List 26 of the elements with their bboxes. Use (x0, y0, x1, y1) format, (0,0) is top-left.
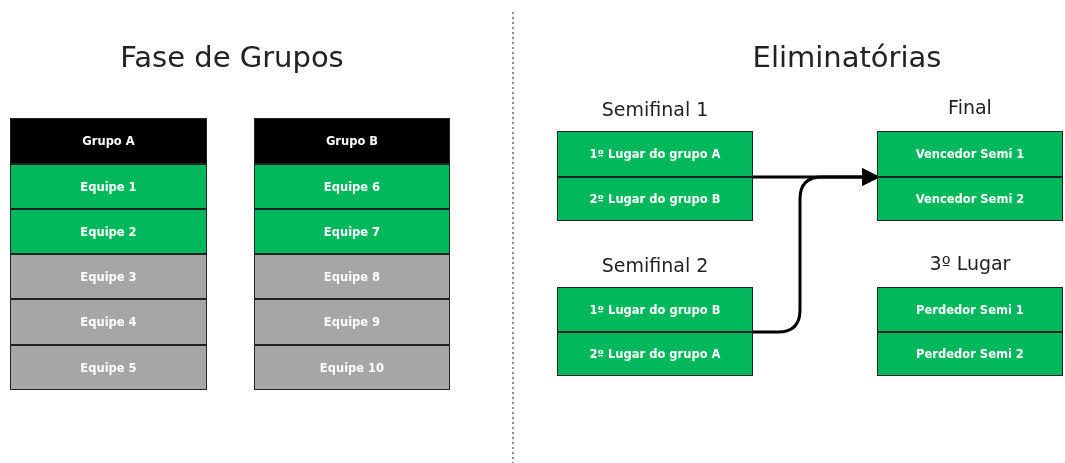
group-header-cell: Grupo B (254, 118, 450, 164)
team-cell: 2º Lugar do grupo B (557, 177, 753, 221)
section-title: Eliminatórias (751, 40, 943, 74)
team-cell: Equipe 10 (254, 345, 450, 390)
section-title: Fase de Grupos (119, 40, 345, 74)
team-cell: Equipe 3 (10, 254, 207, 299)
team-cell: Perdedor Semi 1 (877, 287, 1063, 332)
team-cell: 1º Lugar do grupo A (557, 131, 753, 177)
team-cell: Equipe 1 (10, 164, 207, 209)
team-cell: Equipe 7 (254, 209, 450, 254)
stage-heading: Semifinal 2 (600, 254, 710, 276)
team-cell: Equipe 6 (254, 164, 450, 209)
team-cell: Equipe 5 (10, 345, 207, 390)
stage-heading: Semifinal 1 (600, 98, 710, 120)
group-header-cell: Grupo A (10, 118, 207, 164)
team-cell: Perdedor Semi 2 (877, 332, 1063, 376)
team-cell: 1º Lugar do grupo B (557, 287, 753, 332)
team-cell: Vencedor Semi 1 (877, 131, 1063, 177)
team-cell: Vencedor Semi 2 (877, 177, 1063, 221)
team-cell: 2º Lugar do grupo A (557, 332, 753, 376)
team-cell: Equipe 2 (10, 209, 207, 254)
team-cell: Equipe 9 (254, 299, 450, 345)
team-cell: Equipe 4 (10, 299, 207, 345)
stage-heading: Final (947, 96, 993, 118)
team-cell: Equipe 8 (254, 254, 450, 299)
stage-heading: 3º Lugar (928, 252, 1012, 274)
